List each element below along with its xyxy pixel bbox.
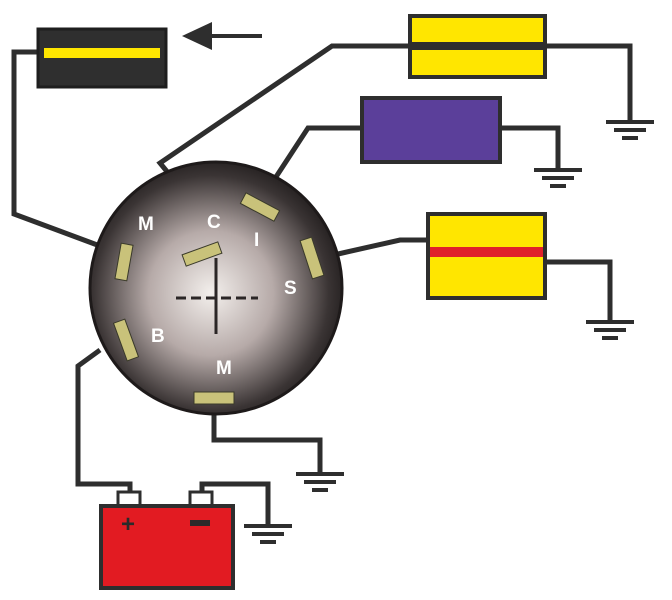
crosshair: [176, 258, 258, 334]
wire-red-box-ground: [545, 259, 613, 322]
wire-b-to-battery: [75, 347, 133, 494]
battery-icon: +: [99, 490, 235, 590]
terminal-tab-s: [299, 236, 325, 280]
terminal-label-b: B: [151, 326, 165, 347]
wire-s-to-box: [337, 237, 428, 257]
wire-i-to-purple: [271, 125, 362, 182]
ground-symbol-icon: [244, 524, 292, 544]
battery-positive-label: +: [121, 511, 135, 538]
ground-symbol-icon: [534, 168, 582, 188]
terminal-tab-m-left: [114, 242, 134, 282]
accessory-box: [36, 27, 168, 89]
ground-symbol-icon: [296, 472, 344, 492]
terminal-tab-c: [181, 241, 223, 267]
wire-purple-ground: [500, 125, 561, 170]
terminal-label-m-left: M: [138, 214, 154, 235]
terminal-tab-b: [112, 318, 140, 362]
terminal-label-s: S: [284, 278, 297, 299]
ground-symbol-icon: [606, 120, 654, 140]
arrow-left-icon: [182, 22, 262, 50]
wire-top-box-ground: [545, 43, 633, 122]
wire-battery-ground: [199, 481, 271, 526]
terminal-tab-m-bottom: [193, 391, 235, 405]
wire-m-to-accessory: [11, 49, 101, 249]
top-yellow-box: [408, 14, 547, 79]
terminal-tab-i: [239, 192, 281, 222]
terminal-label-i: I: [254, 230, 259, 251]
ignition-switch-icon: M C I S B M: [88, 160, 344, 416]
battery-negative-mark: [190, 520, 210, 526]
purple-box: [360, 96, 502, 164]
ground-symbol-icon: [586, 320, 634, 340]
terminal-label-m-bottom: M: [216, 358, 232, 379]
wire-m-bottom-ground: [211, 406, 323, 474]
terminal-label-c: C: [207, 212, 221, 233]
yellow-red-box: [426, 212, 547, 300]
